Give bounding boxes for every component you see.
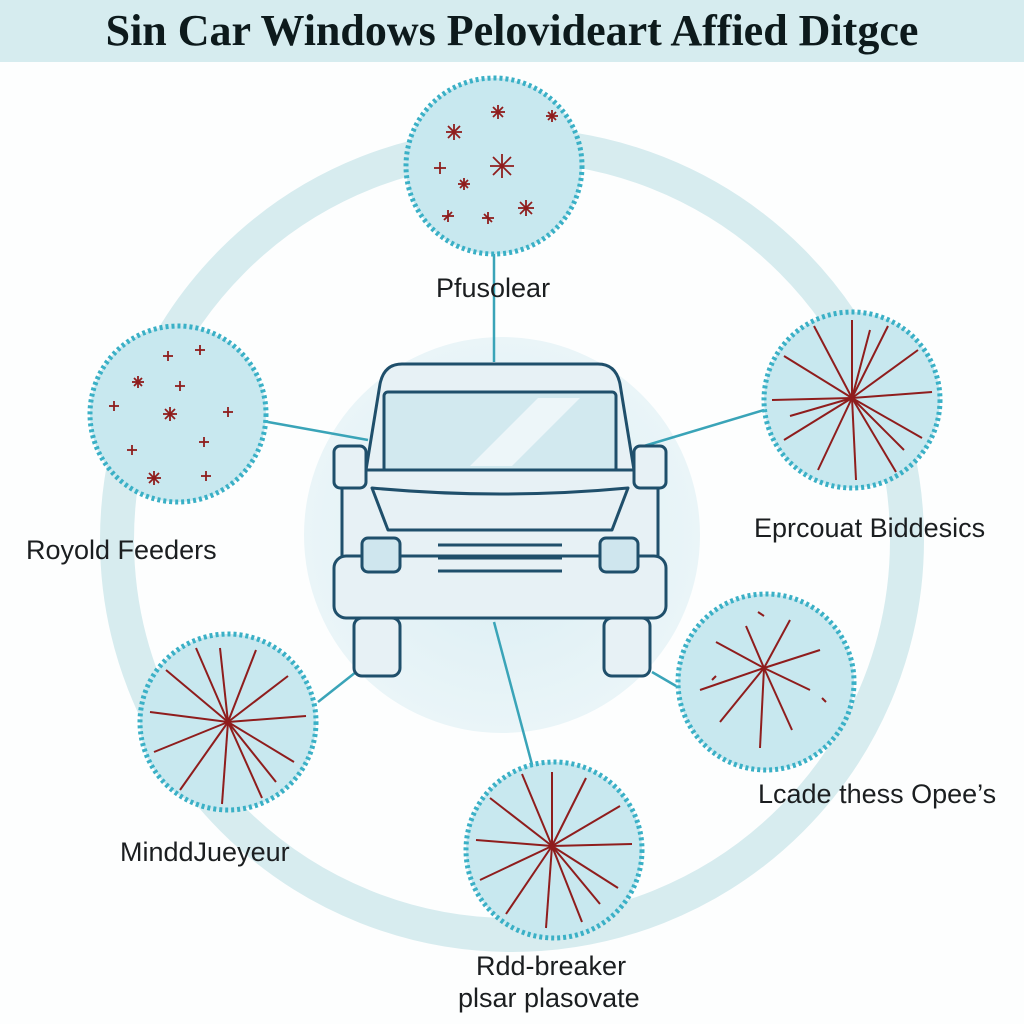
- label-bottom-line-1: Rdd-breaker: [476, 951, 627, 981]
- connector-lines: [267, 252, 765, 773]
- crack-rays: [475, 772, 633, 929]
- label-bottom-line-2: plsar plasovate: [458, 983, 640, 1013]
- wheel-right: [602, 616, 652, 678]
- crack-rays: [771, 320, 933, 481]
- car-illustration: [332, 362, 668, 678]
- headlight-left: [360, 536, 402, 574]
- crack-rays: [149, 647, 307, 805]
- wheel-left: [352, 616, 402, 678]
- disc-left-pitting: [87, 323, 269, 505]
- connector-lower-left: [317, 671, 357, 703]
- disc-right-star-crack: [761, 309, 943, 491]
- disc-top-pitting: [403, 75, 585, 257]
- title-band: [0, 0, 1024, 62]
- pit-marks: [109, 345, 233, 485]
- label-lower-left: MinddJueyeur: [120, 837, 290, 867]
- disc-bottom-star-crack: [463, 759, 645, 941]
- label-left: Royold Feeders: [26, 535, 217, 565]
- windshield-glare: [470, 398, 580, 466]
- mirror-left: [332, 444, 368, 490]
- label-lower-right: Lcade thess Opee’s: [758, 779, 997, 809]
- connector-bottom: [492, 621, 536, 773]
- connector-right: [643, 408, 765, 448]
- connector-left: [267, 420, 369, 442]
- disc-lower-right-cracks: [675, 591, 857, 773]
- diagram-title: Sin Car Windows Pelovideart Affied Ditgc…: [105, 6, 919, 55]
- headlight-right: [598, 536, 640, 574]
- connector-lower-right: [651, 670, 677, 688]
- label-top: Pfusolear: [436, 273, 551, 303]
- crack-lines: [699, 611, 827, 749]
- car-hood-line: [370, 486, 630, 532]
- pit-marks: [434, 105, 558, 224]
- car-bumper: [332, 554, 668, 620]
- mirror-right: [632, 444, 668, 490]
- disc-lower-left-star-crack: [137, 631, 319, 813]
- label-right: Eprcouat Biddesics: [754, 513, 986, 543]
